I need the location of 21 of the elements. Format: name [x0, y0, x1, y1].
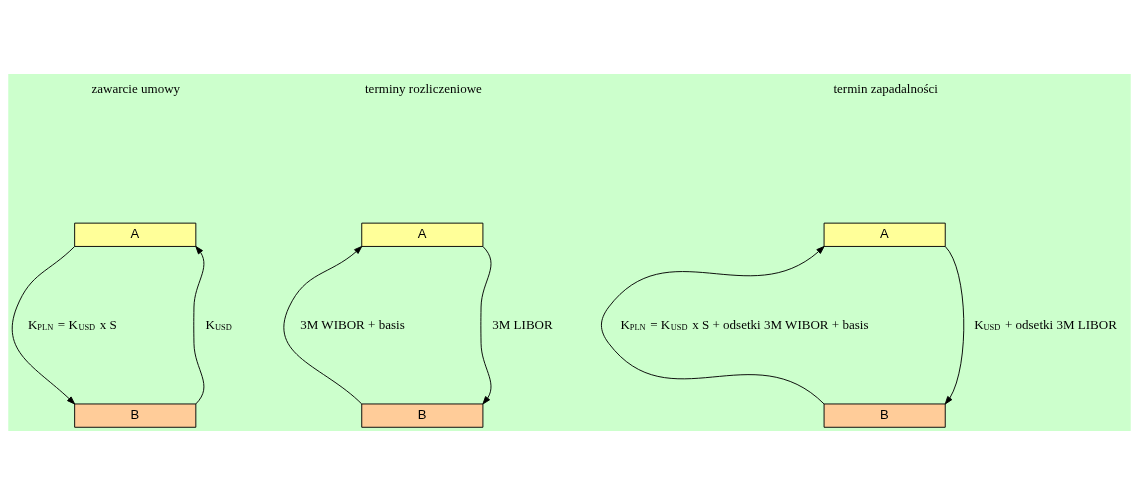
edge-label: KUSD [205, 316, 232, 332]
node-box: A [823, 222, 946, 247]
label: zawarcie umowy [91, 80, 181, 96]
arrow [480, 245, 492, 404]
node-box: A [361, 222, 484, 247]
edge-label: 3M WIBOR + basis [300, 316, 405, 332]
arrow [283, 245, 363, 404]
label: termin zapadalności [833, 80, 938, 96]
edge-label: KUSD + odsetki 3M LIBOR [974, 316, 1117, 332]
arrow [193, 245, 205, 404]
node-box: B [361, 403, 484, 428]
node-box: A [74, 222, 197, 247]
arrow [944, 245, 965, 404]
arrow [600, 245, 825, 404]
node-box: B [823, 403, 946, 428]
edge-label: 3M LIBOR [492, 316, 553, 332]
arrow [11, 245, 76, 404]
edge-label: KPLN = KUSD x S + odsetki 3M WIBOR + basis [620, 316, 869, 332]
edge-label: KPLN = KUSD x S [28, 316, 117, 332]
label: terminy rozliczeniowe [365, 80, 482, 96]
node-box: B [74, 403, 197, 428]
